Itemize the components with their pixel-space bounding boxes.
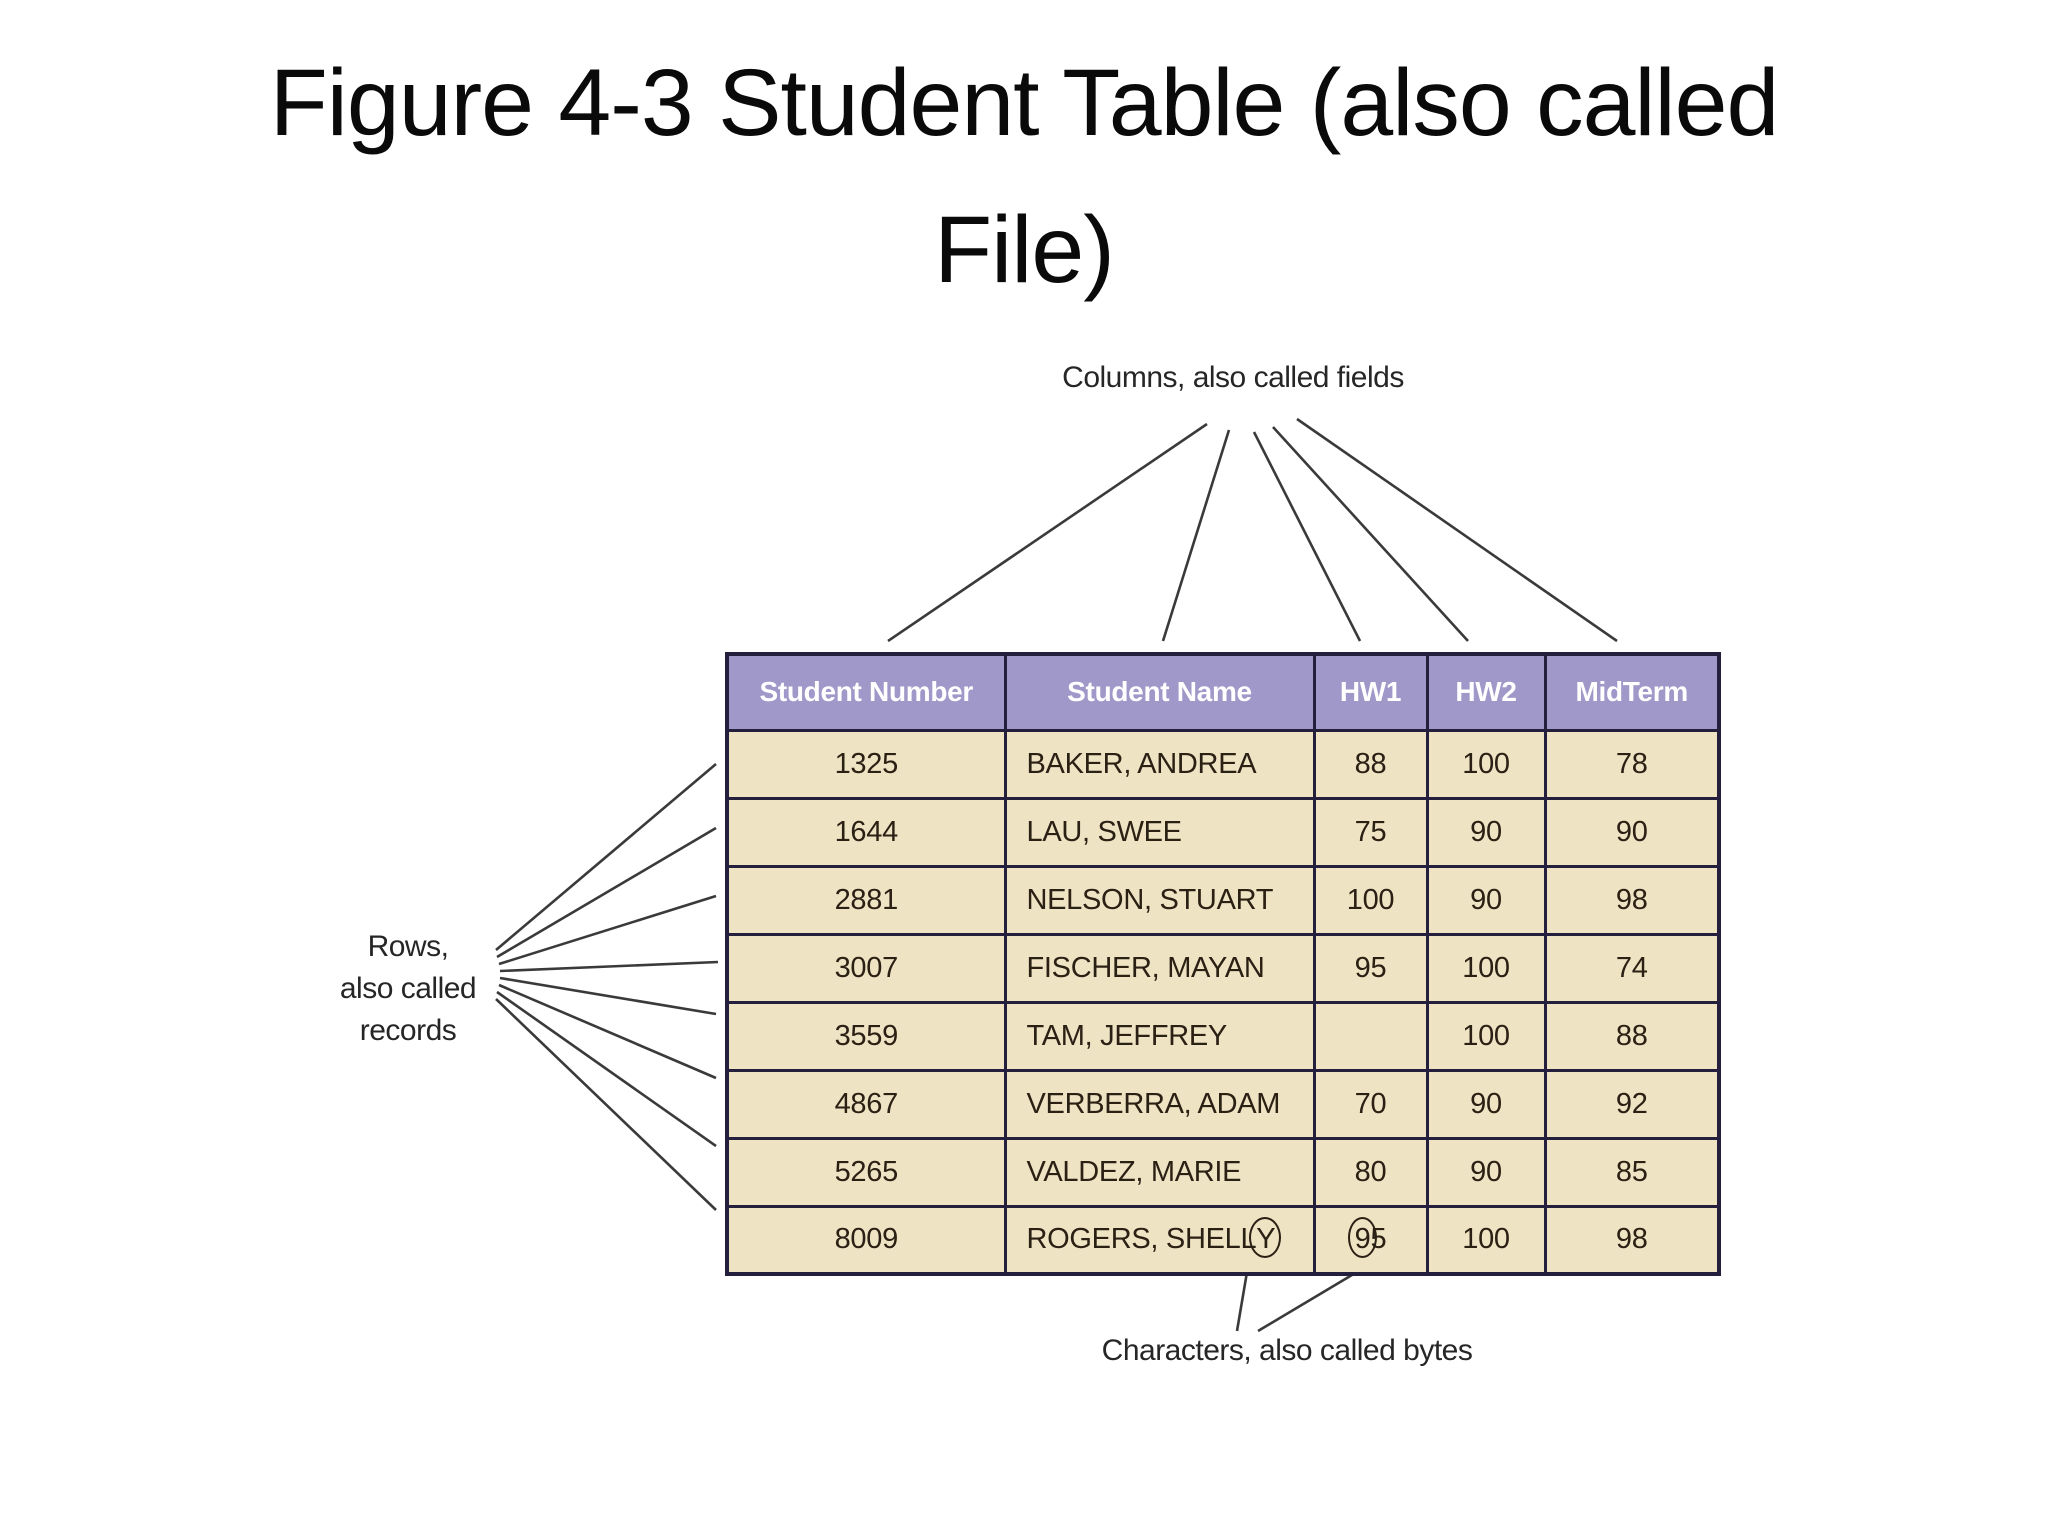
- circled-character: 9: [1347, 1217, 1377, 1259]
- column-header: HW1: [1312, 652, 1429, 732]
- table-cell: FISCHER, MAYAN: [1003, 932, 1316, 1004]
- table-cell: 4867: [725, 1068, 1007, 1140]
- table-cell: TAM, JEFFREY: [1003, 1000, 1316, 1072]
- columns-pointer-line: [1296, 417, 1618, 643]
- table-cell: 90: [1425, 1136, 1547, 1208]
- table-cell: VALDEZ, MARIE: [1003, 1136, 1316, 1208]
- columns-pointer-line: [1161, 429, 1231, 642]
- column-header: MidTerm: [1543, 652, 1721, 732]
- rows-annotation-line1: Rows,: [367, 930, 449, 963]
- table-cell: 75: [1312, 796, 1429, 868]
- table-cell: 90: [1543, 796, 1721, 868]
- characters-annotation: Characters, also called bytes: [1101, 1334, 1473, 1367]
- table-cell: 3559: [725, 1000, 1007, 1072]
- columns-pointer-line: [1272, 426, 1469, 642]
- table-cell: 78: [1543, 728, 1721, 800]
- characters-pointer-line: [1257, 1270, 1358, 1333]
- table-cell: 100: [1425, 1000, 1547, 1072]
- rows-annotation: Rows, also called records: [258, 926, 558, 1052]
- table-cell: 95: [1312, 1204, 1429, 1276]
- column-header: Student Name: [1003, 652, 1316, 732]
- table-cell: 100: [1312, 864, 1429, 936]
- table-cell: 90: [1425, 864, 1547, 936]
- table-cell: VERBERRA, ADAM: [1003, 1068, 1316, 1140]
- table-cell: 3007: [725, 932, 1007, 1004]
- table-cell: 8009: [725, 1204, 1007, 1276]
- columns-pointer-line: [887, 422, 1208, 643]
- table-cell: NELSON, STUART: [1003, 864, 1316, 936]
- table-cell: 5265: [725, 1136, 1007, 1208]
- table-cell: 2881: [725, 864, 1007, 936]
- table-cell: 1325: [725, 728, 1007, 800]
- columns-pointer-line: [1252, 431, 1362, 642]
- table-cell: 98: [1543, 864, 1721, 936]
- table-cell: 100: [1425, 1204, 1547, 1276]
- table-cell: 100: [1425, 728, 1547, 800]
- table-cell: 98: [1543, 1204, 1721, 1276]
- table-cell: 88: [1312, 728, 1429, 800]
- columns-annotation: Columns, also called fields: [1062, 361, 1404, 394]
- table-cell: BAKER, ANDREA: [1003, 728, 1316, 800]
- table-cell: 95: [1312, 932, 1429, 1004]
- characters-pointer-line: [1235, 1271, 1249, 1332]
- table-cell: 1644: [725, 796, 1007, 868]
- column-header: HW2: [1425, 652, 1547, 732]
- page-title-line2: File): [934, 197, 1115, 303]
- table-cell: 88: [1543, 1000, 1721, 1072]
- table-cell: 74: [1543, 932, 1721, 1004]
- table-cell: LAU, SWEE: [1003, 796, 1316, 868]
- table-cell: 80: [1312, 1136, 1429, 1208]
- table-cell: 90: [1425, 1068, 1547, 1140]
- table-cell: 85: [1543, 1136, 1721, 1208]
- column-header: Student Number: [725, 652, 1007, 732]
- circled-character: Y: [1249, 1217, 1282, 1259]
- table-cell: ROGERS, SHELLY: [1003, 1204, 1316, 1276]
- table-cell: 90: [1425, 796, 1547, 868]
- table-cell: 70: [1312, 1068, 1429, 1140]
- rows-annotation-line2: also called: [339, 972, 477, 1005]
- rows-pointer-line: [495, 763, 717, 951]
- rows-annotation-line3: records: [359, 1014, 457, 1047]
- table-cell: 92: [1543, 1068, 1721, 1140]
- table-cell: 100: [1425, 932, 1547, 1004]
- page-title-line1: Figure 4-3 Student Table (also called: [269, 50, 1780, 156]
- table-cell: [1312, 1000, 1429, 1072]
